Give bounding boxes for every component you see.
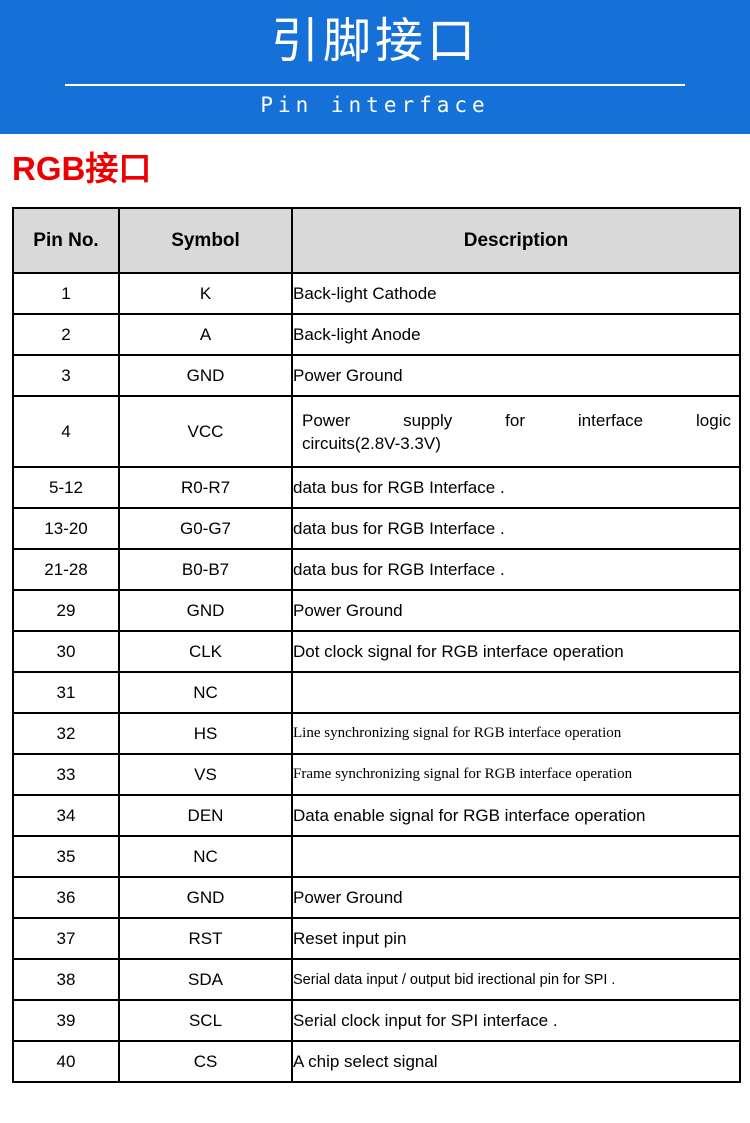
cell-symbol: K [118, 272, 293, 315]
section-heading: RGB接口 [12, 150, 152, 187]
cell-symbol: VS [118, 753, 293, 796]
description-line: circuits(2.8V-3.3V) [302, 433, 441, 453]
cell-pin-no: 32 [12, 712, 120, 755]
cell-pin-no: 35 [12, 835, 120, 878]
cell-description: Serial clock input for SPI interface . [291, 999, 741, 1042]
banner-divider [65, 84, 685, 86]
column-header-symbol: Symbol [118, 207, 293, 274]
cell-symbol: NC [118, 835, 293, 878]
cell-symbol: SDA [118, 958, 293, 1001]
cell-description [291, 671, 741, 714]
cell-pin-no: 29 [12, 589, 120, 632]
cell-description: A chip select signal [291, 1040, 741, 1083]
cell-pin-no: 1 [12, 272, 120, 315]
cell-description: Back-light Anode [291, 313, 741, 356]
cell-description: Power Ground [291, 354, 741, 397]
cell-symbol: GND [118, 589, 293, 632]
cell-description: Reset input pin [291, 917, 741, 960]
cell-pin-no: 31 [12, 671, 120, 714]
cell-symbol: RST [118, 917, 293, 960]
cell-symbol: NC [118, 671, 293, 714]
cell-symbol: SCL [118, 999, 293, 1042]
cell-description: Power Ground [291, 876, 741, 919]
cell-description: data bus for RGB Interface . [291, 466, 741, 509]
cell-symbol: B0-B7 [118, 548, 293, 591]
cell-symbol: DEN [118, 794, 293, 837]
cell-symbol: G0-G7 [118, 507, 293, 550]
cell-description: Serial data input / output bid irectiona… [291, 958, 741, 1001]
column-header-description: Description [291, 207, 741, 274]
cell-description: data bus for RGB Interface . [291, 548, 741, 591]
table-header-row: Pin No. Symbol Description [12, 207, 741, 274]
cell-pin-no: 36 [12, 876, 120, 919]
cell-symbol: GND [118, 876, 293, 919]
cell-pin-no: 38 [12, 958, 120, 1001]
cell-pin-no: 3 [12, 354, 120, 397]
cell-description [291, 835, 741, 878]
cell-description: Power Ground [291, 589, 741, 632]
table-head: Pin No. Symbol Description [12, 207, 741, 274]
cell-pin-no: 37 [12, 917, 120, 960]
cell-description: Data enable signal for RGB interface ope… [291, 794, 741, 837]
cell-pin-no: 21-28 [12, 548, 120, 591]
page-banner: 引脚接口 Pin interface [0, 0, 750, 134]
cell-description: data bus for RGB Interface . [291, 507, 741, 550]
cell-pin-no: 13-20 [12, 507, 120, 550]
cell-pin-no: 5-12 [12, 466, 120, 509]
description-line: Power supply for interface logic [302, 410, 731, 430]
page-title: 引脚接口 [270, 13, 479, 69]
cell-pin-no: 2 [12, 313, 120, 356]
cell-symbol: R0-R7 [118, 466, 293, 509]
cell-symbol: A [118, 313, 293, 356]
cell-symbol: CLK [118, 630, 293, 673]
cell-symbol: VCC [118, 395, 293, 468]
cell-description: Dot clock signal for RGB interface opera… [291, 630, 741, 673]
cell-description: Line synchronizing signal for RGB interf… [291, 712, 741, 755]
cell-description: Power supply for interface logic circuits… [291, 395, 741, 468]
page-subtitle: Pin interface [260, 93, 490, 117]
cell-symbol: CS [118, 1040, 293, 1083]
cell-pin-no: 34 [12, 794, 120, 837]
cell-pin-no: 39 [12, 999, 120, 1042]
cell-symbol: HS [118, 712, 293, 755]
cell-description: Frame synchronizing signal for RGB inter… [291, 753, 741, 796]
cell-description: Back-light Cathode [291, 272, 741, 315]
cell-pin-no: 33 [12, 753, 120, 796]
column-header-pin-no: Pin No. [12, 207, 120, 274]
cell-pin-no: 4 [12, 395, 120, 468]
cell-pin-no: 40 [12, 1040, 120, 1083]
cell-pin-no: 30 [12, 630, 120, 673]
cell-symbol: GND [118, 354, 293, 397]
